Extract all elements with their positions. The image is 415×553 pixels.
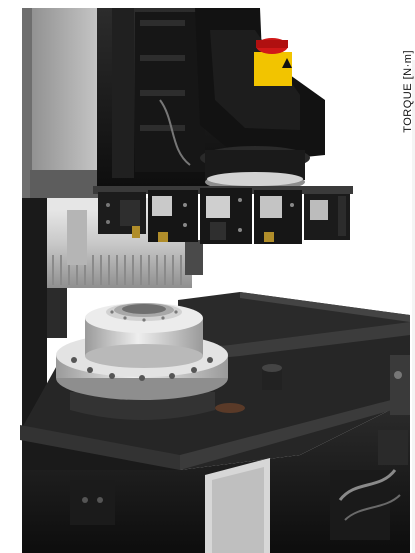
clamp-module (148, 190, 198, 242)
tool-clamp-row (93, 186, 353, 244)
rotary-table-chuck (56, 303, 228, 420)
clamp-module (98, 192, 146, 238)
clamp-module (200, 188, 252, 244)
emergency-stop-icon (254, 38, 292, 86)
clamp-module (254, 190, 302, 244)
torque-axis-label: TORQUE [N·m] (402, 50, 414, 133)
clamp-module (304, 194, 350, 240)
